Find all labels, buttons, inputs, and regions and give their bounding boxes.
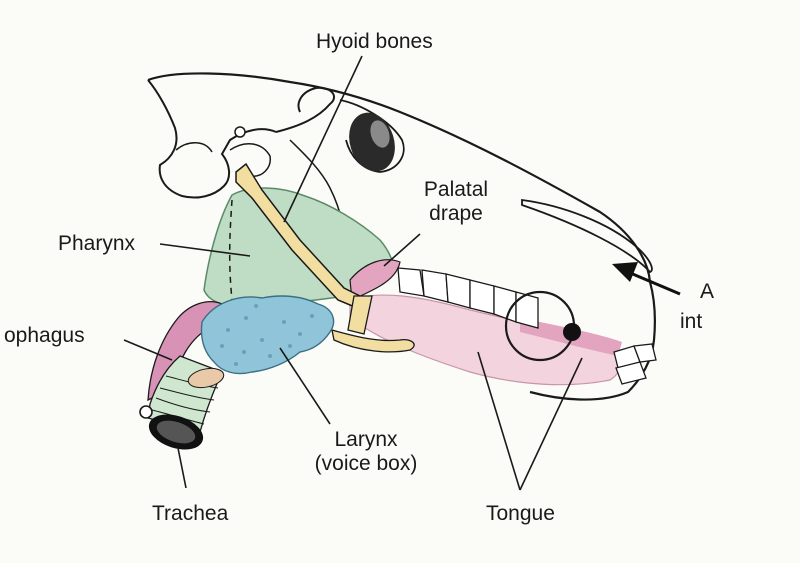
hyoid-bone-lower <box>331 329 415 353</box>
label-larynx-line1: Larynx <box>334 428 398 451</box>
label-pharynx: Pharynx <box>58 232 136 255</box>
skull-outline <box>147 72 657 401</box>
skull-brow-outline <box>275 86 335 133</box>
eye-socket-highlight <box>370 120 390 148</box>
skull-detail-1 <box>175 142 271 177</box>
label-hyoid-bones: Hyoid bones <box>316 30 433 53</box>
thyroid-gland <box>187 367 225 389</box>
label-palatal-drape: Palatal drape <box>406 178 506 226</box>
larynx-texture <box>220 304 314 366</box>
ear-ossicle <box>234 126 246 138</box>
airflow-arrow <box>612 262 681 296</box>
skull-back-outline <box>147 79 277 199</box>
label-larynx: Larynx (voice box) <box>300 428 432 476</box>
label-trachea: Trachea <box>152 502 229 525</box>
label-palatal-line2: drape <box>429 202 483 225</box>
nasal-groove <box>521 198 653 274</box>
label-oesophagus: ophagus <box>4 324 85 347</box>
label-palatal-line1: Palatal <box>423 178 489 201</box>
label-air-intake-line2: int <box>680 310 703 333</box>
label-larynx-line2: (voice box) <box>314 452 418 475</box>
hyoid-bone-crossbar <box>347 295 373 335</box>
incisor-teeth <box>613 343 657 385</box>
leader-lines <box>123 55 583 491</box>
pharynx-dashed-boundary <box>228 199 233 301</box>
upper-teeth <box>397 267 539 329</box>
palatal-drape-region <box>349 259 401 301</box>
label-air-intake-line1: A <box>700 280 715 303</box>
trachea-opening-inner <box>156 420 196 444</box>
label-tongue: Tongue <box>486 502 555 525</box>
larynx-region <box>200 295 335 375</box>
bit-marker-dot <box>563 323 581 341</box>
oesophagus-opening <box>139 405 153 419</box>
